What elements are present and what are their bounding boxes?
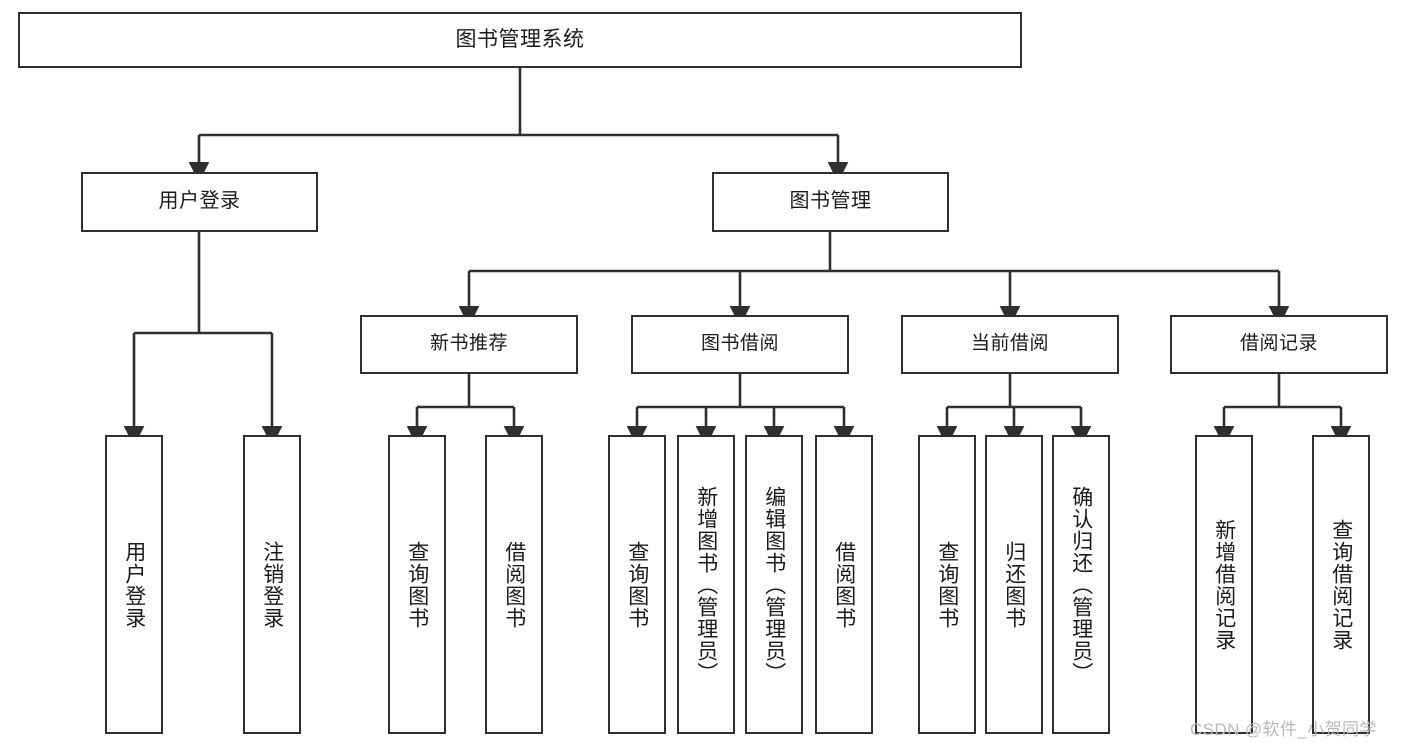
node-borrow-record-label: 借阅记录 <box>1239 333 1318 355</box>
node-leaf-logout-login-label: 注销登录 <box>260 540 284 629</box>
node-leaf-borrow-book-2-label: 借阅图书 <box>832 540 856 629</box>
node-leaf-query-book-3-label: 查询图书 <box>935 540 959 629</box>
node-leaf-borrow-book-2[interactable]: 借阅图书 <box>815 435 873 734</box>
node-leaf-add-book[interactable]: 新增图书（管理员） <box>677 435 735 734</box>
node-leaf-edit-book[interactable]: 编辑图书（管理员） <box>745 435 803 734</box>
node-new-book-recommend[interactable]: 新书推荐 <box>360 315 578 374</box>
node-leaf-query-book-2-label: 查询图书 <box>625 540 649 629</box>
node-current-borrow[interactable]: 当前借阅 <box>901 315 1119 374</box>
node-root-label: 图书管理系统 <box>455 27 585 51</box>
node-leaf-user-login-label: 用户登录 <box>122 540 146 629</box>
node-leaf-add-book-label: 新增图书（管理员） <box>694 485 718 684</box>
node-leaf-query-book-1[interactable]: 查询图书 <box>388 435 446 734</box>
node-book-borrow-label: 图书借阅 <box>700 333 779 355</box>
node-leaf-user-login[interactable]: 用户登录 <box>105 435 163 734</box>
node-user-login-label: 用户登录 <box>158 190 241 213</box>
node-leaf-confirm-return[interactable]: 确认归还（管理员） <box>1052 435 1110 734</box>
node-leaf-query-book-1-label: 查询图书 <box>405 540 429 629</box>
node-borrow-record[interactable]: 借阅记录 <box>1170 315 1388 374</box>
node-leaf-query-record[interactable]: 查询借阅记录 <box>1312 435 1370 734</box>
node-current-borrow-label: 当前借阅 <box>970 333 1049 355</box>
node-book-management-label: 图书管理 <box>789 190 872 213</box>
node-leaf-add-record[interactable]: 新增借阅记录 <box>1195 435 1253 734</box>
node-leaf-return-book-label: 归还图书 <box>1002 540 1026 629</box>
node-new-book-recommend-label: 新书推荐 <box>429 333 508 355</box>
node-leaf-return-book[interactable]: 归还图书 <box>985 435 1043 734</box>
node-leaf-borrow-book-1-label: 借阅图书 <box>502 540 526 629</box>
node-leaf-edit-book-label: 编辑图书（管理员） <box>762 485 786 684</box>
node-user-login[interactable]: 用户登录 <box>81 172 318 232</box>
node-leaf-logout-login[interactable]: 注销登录 <box>243 435 301 734</box>
node-root[interactable]: 图书管理系统 <box>18 12 1022 68</box>
node-book-management[interactable]: 图书管理 <box>712 172 949 232</box>
node-book-borrow[interactable]: 图书借阅 <box>631 315 849 374</box>
node-leaf-confirm-return-label: 确认归还（管理员） <box>1069 485 1093 684</box>
node-leaf-query-record-label: 查询借阅记录 <box>1329 518 1353 651</box>
node-leaf-query-book-3[interactable]: 查询图书 <box>918 435 976 734</box>
node-leaf-borrow-book-1[interactable]: 借阅图书 <box>485 435 543 734</box>
node-leaf-add-record-label: 新增借阅记录 <box>1212 518 1236 651</box>
node-leaf-query-book-2[interactable]: 查询图书 <box>608 435 666 734</box>
